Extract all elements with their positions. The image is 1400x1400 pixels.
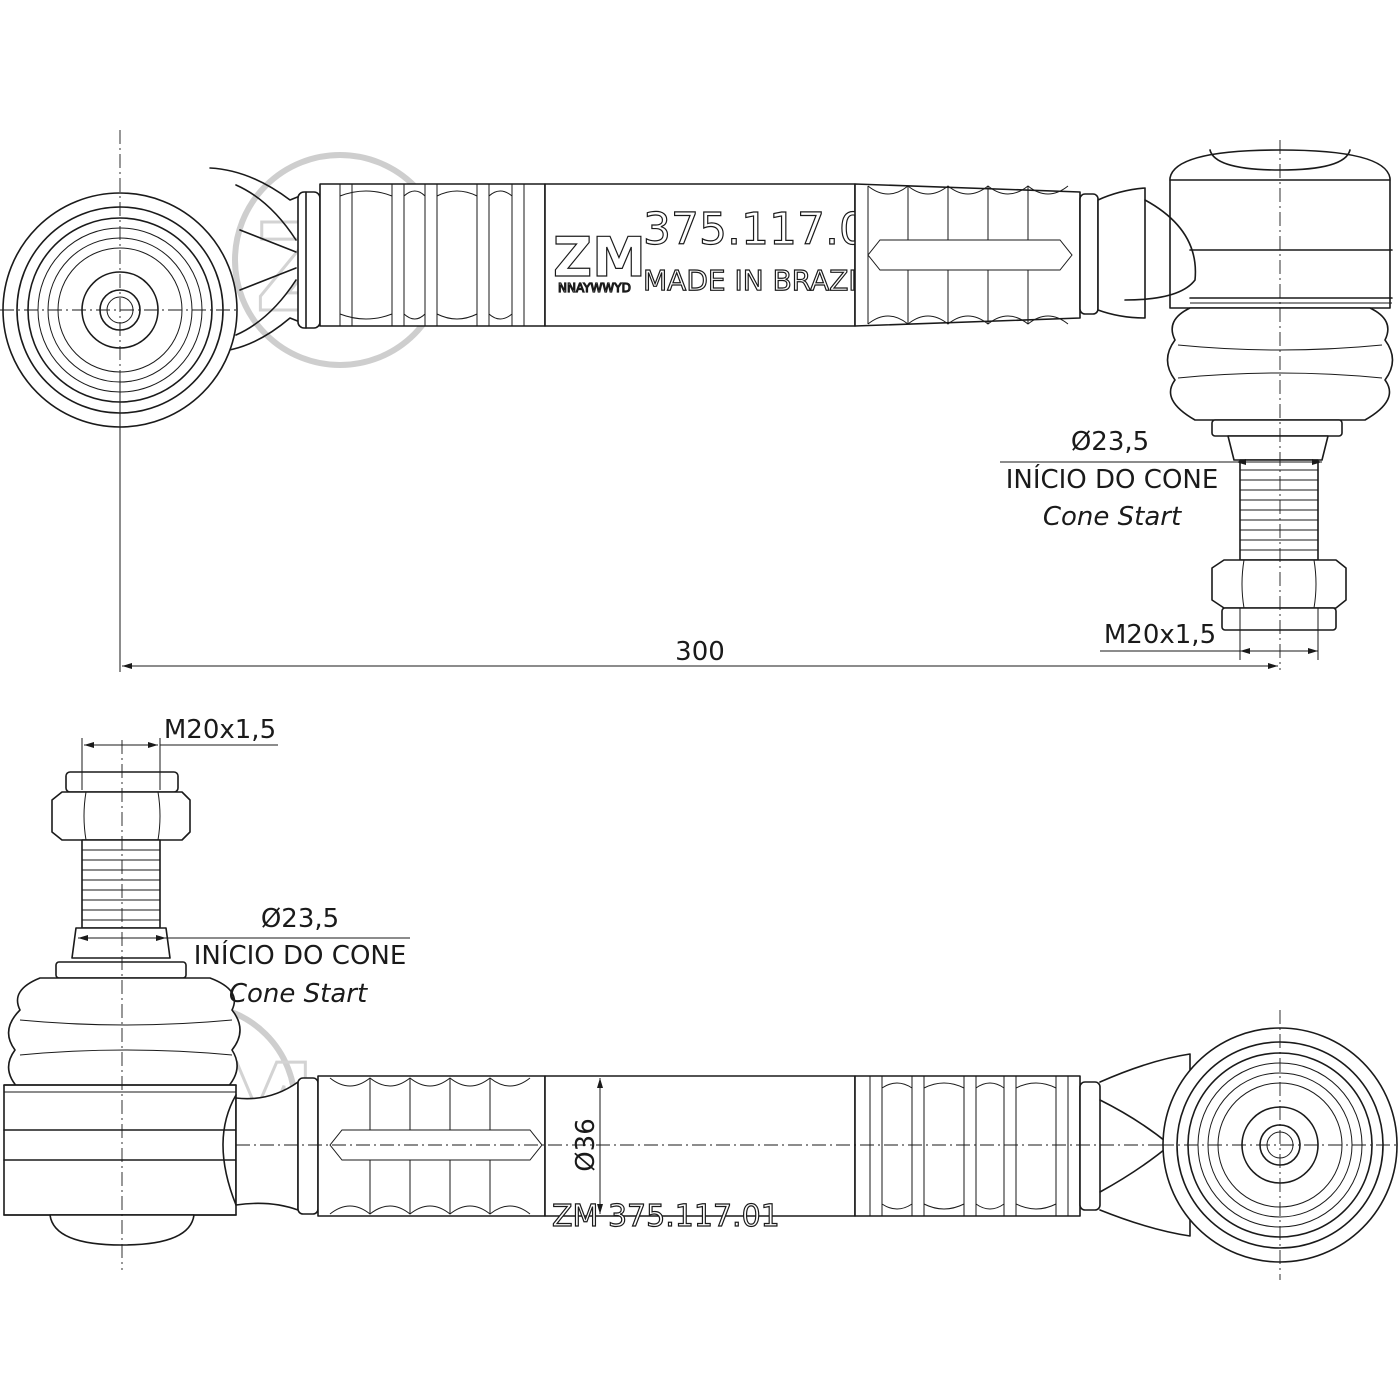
top-thread-size: M20x1,5 [1104, 620, 1216, 650]
part-number: 375.117.01 [643, 204, 895, 255]
bottom-cone-label: INÍCIO DO CONE [194, 939, 407, 971]
overall-length: 300 [675, 637, 725, 667]
bottom-dimensions: M20x1,5 Ø23,5 INÍCIO DO CONE Cone Start … [78, 715, 603, 1214]
bottom-left-collar [297, 1077, 319, 1215]
top-nut [1211, 559, 1347, 609]
brand-logo: ZM [553, 226, 646, 289]
bottom-left-grip [317, 1075, 546, 1217]
bottom-cone-label-en: Cone Start [229, 979, 368, 1009]
bottom-right-eye [1099, 1010, 1400, 1280]
bottom-right-grip [854, 1075, 1081, 1217]
top-marking-panel [544, 183, 856, 327]
bottom-thread-stud [81, 839, 161, 929]
top-left-grip [319, 183, 546, 327]
top-cone-label-en: Cone Start [1043, 502, 1182, 532]
batch-code: NNAYWWYD [558, 281, 631, 295]
body-diameter: Ø36 [571, 1118, 601, 1172]
bottom-right-collar [1079, 1081, 1101, 1211]
bottom-thread-size: M20x1,5 [164, 715, 276, 745]
bottom-mirrored-number: ZM 375.117.01 [552, 1199, 780, 1234]
top-right-collar [1079, 193, 1099, 315]
top-cone-diameter: Ø23,5 [1071, 427, 1149, 457]
top-cone-label: INÍCIO DO CONE [1006, 463, 1219, 495]
top-ball-joint [1097, 140, 1394, 670]
top-left-eye [0, 130, 301, 440]
bottom-ball-joint [3, 740, 299, 1270]
bottom-rubber-boot [7, 977, 241, 1091]
bottom-cone-diameter: Ø23,5 [261, 904, 339, 934]
bottom-plain-panel [544, 1075, 856, 1217]
origin-mark: MADE IN BRAZIL [643, 264, 873, 297]
bottom-nut [51, 791, 191, 841]
top-view: ZM NNAYWWYD 375.117.01 MADE IN BRAZIL [0, 130, 1394, 670]
top-left-collar [297, 191, 321, 329]
bottom-view: ZM 375.117.01 [3, 740, 1400, 1280]
top-right-grip [854, 183, 1081, 327]
top-dimensions: Ø23,5 INÍCIO DO CONE Cone Start M20x1,5 … [119, 380, 1322, 672]
